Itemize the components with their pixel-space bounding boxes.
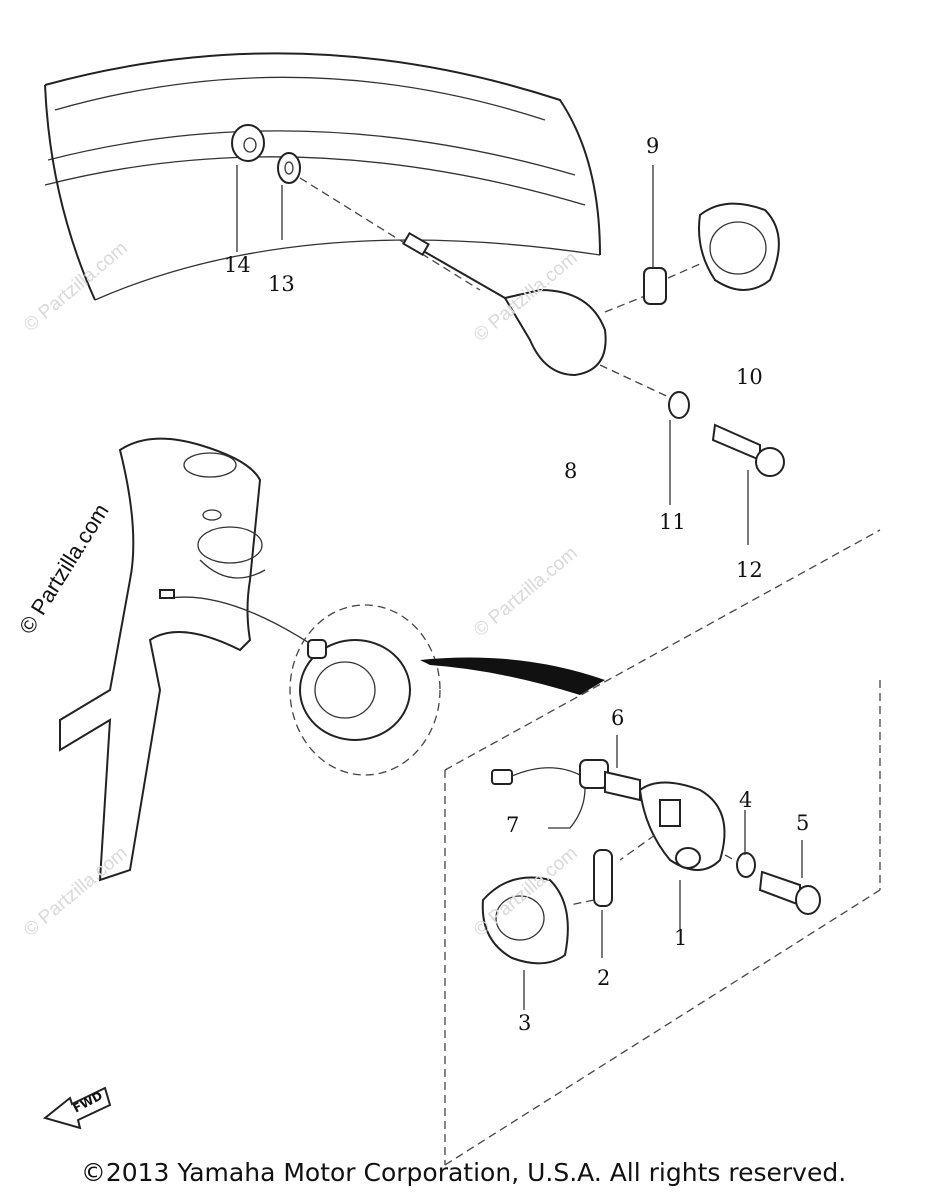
callout-8: 8 — [564, 459, 578, 483]
front-fender — [44, 52, 601, 301]
callout-13: 13 — [268, 272, 295, 296]
callout-5: 5 — [796, 811, 810, 835]
grommet-6 — [604, 770, 641, 802]
callout-4: 4 — [739, 788, 753, 812]
bulb-9 — [643, 267, 667, 305]
copyright-notice: ©2013 Yamaha Motor Corporation, U.S.A. A… — [80, 1158, 847, 1187]
front-flasher-mounted — [289, 604, 441, 776]
callout-3: 3 — [518, 1011, 532, 1035]
fwd-arrow-icon — [42, 1086, 112, 1130]
callout-10: 10 — [736, 365, 763, 389]
washer-4 — [736, 852, 756, 878]
washer-11 — [668, 391, 690, 419]
rear-flasher-assembly — [231, 124, 785, 545]
lens-10 — [698, 202, 780, 291]
callout-14: 14 — [224, 253, 251, 277]
callout-2: 2 — [597, 966, 611, 990]
lens-3 — [481, 876, 569, 965]
screw-12 — [711, 423, 761, 462]
flasher-body-8 — [503, 288, 607, 377]
detail-panel — [420, 529, 881, 1166]
front-flasher-assembly — [481, 735, 821, 1010]
callout-1: 1 — [674, 926, 688, 950]
callout-7: 7 — [506, 813, 520, 837]
callout-11: 11 — [659, 510, 686, 534]
washer-13 — [277, 152, 301, 184]
socket-7 — [579, 759, 609, 789]
screw-5 — [758, 870, 801, 907]
nut-14 — [231, 124, 265, 162]
callout-9: 9 — [646, 134, 660, 158]
callout-6: 6 — [611, 706, 625, 730]
fork-bracket — [59, 437, 321, 882]
callout-12: 12 — [736, 558, 763, 582]
bulb-2 — [593, 849, 613, 907]
